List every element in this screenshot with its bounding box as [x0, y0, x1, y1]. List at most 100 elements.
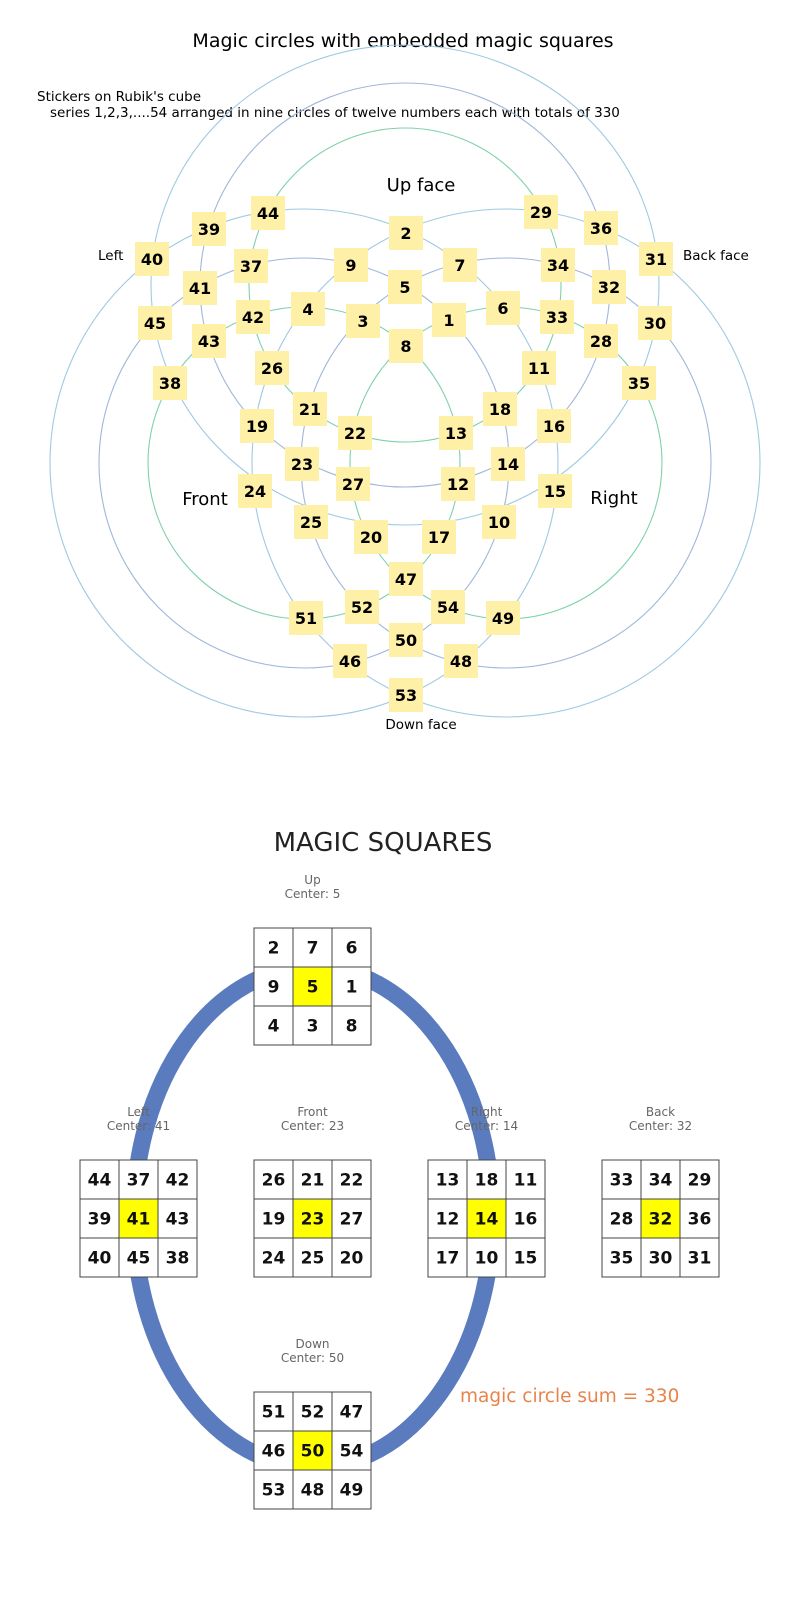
sticker-number: 36: [584, 211, 618, 245]
sticker-box: [389, 623, 423, 657]
sticker-label: 14: [497, 455, 519, 474]
sticker-box: [638, 306, 672, 340]
sticker-box: [192, 212, 226, 246]
sticker-label: 8: [400, 337, 411, 356]
sticker-label: 39: [198, 220, 220, 239]
square-cell-value: 17: [436, 1249, 460, 1269]
sticker-label: 7: [454, 256, 465, 275]
square-cell-value: 25: [301, 1249, 325, 1269]
sticker-box: [538, 474, 572, 508]
sticker-number: 38: [153, 366, 187, 400]
sticker-label: 52: [351, 598, 373, 617]
sticker-number: 17: [422, 520, 456, 554]
square-cell-value: 30: [649, 1249, 673, 1269]
square-cell: [331, 1237, 372, 1278]
square-cell-value: 34: [649, 1171, 673, 1191]
sticker-number: 20: [354, 520, 388, 554]
sticker-box: [192, 324, 226, 358]
sticker-number: 43: [192, 324, 226, 358]
square-center-label: Center: 32: [629, 1119, 692, 1133]
sticker-label: 35: [628, 374, 650, 393]
square-cell-value: 4: [268, 1017, 280, 1037]
sticker-number: 45: [138, 306, 172, 340]
sticker-label: 38: [159, 374, 181, 393]
square-cell: [679, 1159, 720, 1200]
sticker-number: 2: [389, 216, 423, 250]
sticker-label: 15: [544, 482, 566, 501]
sticker-label: 40: [141, 250, 163, 269]
sticker-label: 23: [291, 455, 313, 474]
sticker-label: 25: [300, 513, 322, 532]
sticker-number: 41: [183, 271, 217, 305]
sticker-number: 24: [238, 474, 272, 508]
sticker-label: 16: [543, 417, 565, 436]
square-cell-value: 36: [688, 1210, 712, 1230]
sticker-box: [289, 601, 323, 635]
sticker-number: 42: [236, 300, 270, 334]
label-back-face: Back face: [683, 248, 749, 264]
sticker-number: 16: [537, 409, 571, 443]
sticker-number: 32: [592, 270, 626, 304]
square-cell-value: 52: [301, 1403, 325, 1423]
sticker-number: 8: [389, 329, 423, 363]
sticker-box: [334, 248, 368, 282]
sticker-label: 53: [395, 686, 417, 705]
square-cell-value: 9: [268, 978, 280, 998]
square-cell-value: 44: [88, 1171, 112, 1191]
square-cell-value: 40: [88, 1249, 112, 1269]
square-cell-value: 29: [688, 1171, 712, 1191]
square-cell: [157, 1237, 198, 1278]
sticker-box: [541, 248, 575, 282]
square-cell-value: 26: [262, 1171, 286, 1191]
label-front: Front: [182, 489, 228, 510]
sticker-box: [482, 505, 516, 539]
sticker-number: 34: [541, 248, 575, 282]
square-cell: [505, 1237, 546, 1278]
square-cell-value: 51: [262, 1403, 286, 1423]
square-cell: [505, 1159, 546, 1200]
square-cell-value: 8: [346, 1017, 358, 1037]
diagram-title: Magic circles with embedded magic square…: [192, 30, 613, 52]
square-cell-value: 1: [346, 978, 358, 998]
sticker-label: 2: [400, 224, 411, 243]
sticker-number: 22: [338, 416, 372, 450]
sticker-box: [153, 366, 187, 400]
square-cell-value: 18: [475, 1171, 499, 1191]
square-cell: [79, 1198, 120, 1239]
sticker-label: 43: [198, 332, 220, 351]
sticker-box: [491, 447, 525, 481]
square-cell: [466, 1159, 507, 1200]
sticker-box: [441, 467, 475, 501]
square-cell: [640, 1159, 681, 1200]
sticker-box: [345, 590, 379, 624]
square-cell-value: 20: [340, 1249, 364, 1269]
circle-outer-right: [251, 208, 761, 718]
square-cell-value: 2: [268, 939, 280, 959]
square-face-label: Back: [646, 1105, 675, 1119]
square-cell: [292, 1159, 333, 1200]
sticker-label: 47: [395, 570, 417, 589]
sticker-box: [432, 303, 466, 337]
sticker-label: 26: [261, 359, 283, 378]
sticker-number: 3: [346, 304, 380, 338]
square-cell-value: 49: [340, 1481, 364, 1501]
sticker-box: [388, 270, 422, 304]
square-cell-value: 33: [610, 1171, 634, 1191]
square-cell-value: 24: [262, 1249, 286, 1269]
sticker-box: [639, 242, 673, 276]
square-cell: [118, 1159, 159, 1200]
sticker-box: [291, 292, 325, 326]
square-cell-value: 14: [475, 1210, 499, 1230]
square-cell-value: 19: [262, 1210, 286, 1230]
square-cell-value: 23: [301, 1210, 325, 1230]
square-cell: [331, 1430, 372, 1471]
square-cell-value: 38: [166, 1249, 190, 1269]
square-cell-value: 53: [262, 1481, 286, 1501]
sticker-label: 27: [342, 475, 364, 494]
square-cell-value: 7: [307, 939, 319, 959]
square-cell: [331, 1469, 372, 1510]
label-up-face: Up face: [387, 175, 456, 196]
sticker-number: 29: [524, 195, 558, 229]
